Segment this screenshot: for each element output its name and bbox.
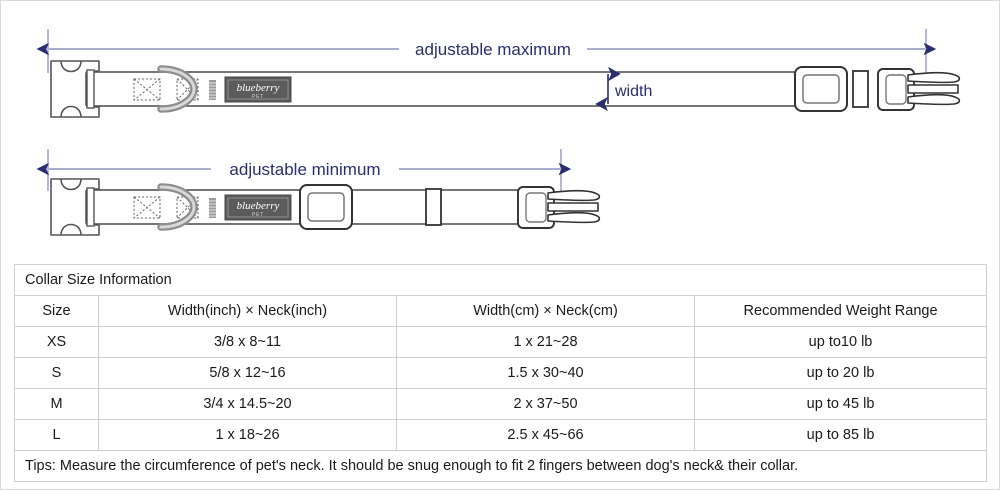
bottom-brand-patch-subtext: PET xyxy=(252,212,264,218)
bottom-ribbed-element xyxy=(209,198,216,218)
top-ribbed-element xyxy=(209,80,216,100)
cell-size: L xyxy=(14,419,99,451)
collar-size-table: Collar Size Information Size Width(inch)… xyxy=(13,264,988,482)
table-row: L 1 x 18~26 2.5 x 45~66 up to 85 lb xyxy=(14,419,988,451)
bottom-d-ring xyxy=(157,183,198,231)
top-brand-patch-text: blueberry xyxy=(237,82,280,94)
bottom-keeper-loop xyxy=(425,188,442,226)
cell-inch: 1 x 18~26 xyxy=(98,419,397,451)
cell-cm: 1 x 21~28 xyxy=(396,326,695,358)
width-label: width xyxy=(614,83,652,100)
cell-weight: up to 45 lb xyxy=(693,388,988,420)
cell-cm: 2.5 x 45~66 xyxy=(396,419,695,451)
cell-size: M xyxy=(14,388,99,420)
table-row: M 3/4 x 14.5~20 2 x 37~50 up to 45 lb xyxy=(14,388,988,420)
table-title: Collar Size Information xyxy=(13,264,988,296)
top-slider-adjuster xyxy=(794,66,848,112)
bottom-buckle-male xyxy=(517,186,601,229)
cell-size: S xyxy=(14,357,99,389)
table-tips-row: Tips: Measure the circumference of pet's… xyxy=(13,450,988,482)
cell-weight: up to10 lb xyxy=(693,326,988,358)
table-title-row: Collar Size Information xyxy=(13,264,988,296)
table-header-row: Size Width(inch) × Neck(inch) Width(cm) … xyxy=(14,295,988,327)
bottom-slider-adjuster xyxy=(299,184,353,230)
width-dimension: width xyxy=(595,66,652,112)
bottom-brand-patch: blueberry PET xyxy=(224,194,292,221)
top-d-ring xyxy=(157,65,198,113)
table-row: XS 3/8 x 8~11 1 x 21~28 up to10 lb xyxy=(14,326,988,358)
cell-inch: 5/8 x 12~16 xyxy=(98,357,397,389)
cell-inch: 3/4 x 14.5~20 xyxy=(98,388,397,420)
table-row: S 5/8 x 12~16 1.5 x 30~40 up to 20 lb xyxy=(14,357,988,389)
top-keeper-loop xyxy=(852,70,869,108)
bottom-collar-strap: blueberry PET xyxy=(50,178,601,236)
cell-inch: 3/8 x 8~11 xyxy=(98,326,397,358)
top-collar-strap: blueberry PET width xyxy=(50,60,961,118)
cell-cm: 1.5 x 30~40 xyxy=(396,357,695,389)
cell-weight: up to 20 lb xyxy=(693,357,988,389)
cell-cm: 2 x 37~50 xyxy=(396,388,695,420)
top-buckle-female xyxy=(50,60,100,118)
top-brand-patch: blueberry PET xyxy=(224,76,292,103)
bottom-buckle-female xyxy=(50,178,100,236)
top-brand-patch-subtext: PET xyxy=(252,94,264,100)
cell-weight: up to 85 lb xyxy=(693,419,988,451)
column-header-size: Size xyxy=(14,295,99,327)
top-buckle-male xyxy=(877,68,961,111)
collar-diagram: adjustable maximum xyxy=(1,1,999,259)
tips-text: Tips: Measure the circumference of pet's… xyxy=(13,450,988,482)
bottom-dimension-label: adjustable minimum xyxy=(229,160,380,179)
column-header-weight: Recommended Weight Range xyxy=(693,295,988,327)
column-header-inch: Width(inch) × Neck(inch) xyxy=(98,295,397,327)
column-header-cm: Width(cm) × Neck(cm) xyxy=(396,295,695,327)
cell-size: XS xyxy=(14,326,99,358)
top-dimension-label: adjustable maximum xyxy=(415,40,571,59)
bottom-brand-patch-text: blueberry xyxy=(237,200,280,212)
